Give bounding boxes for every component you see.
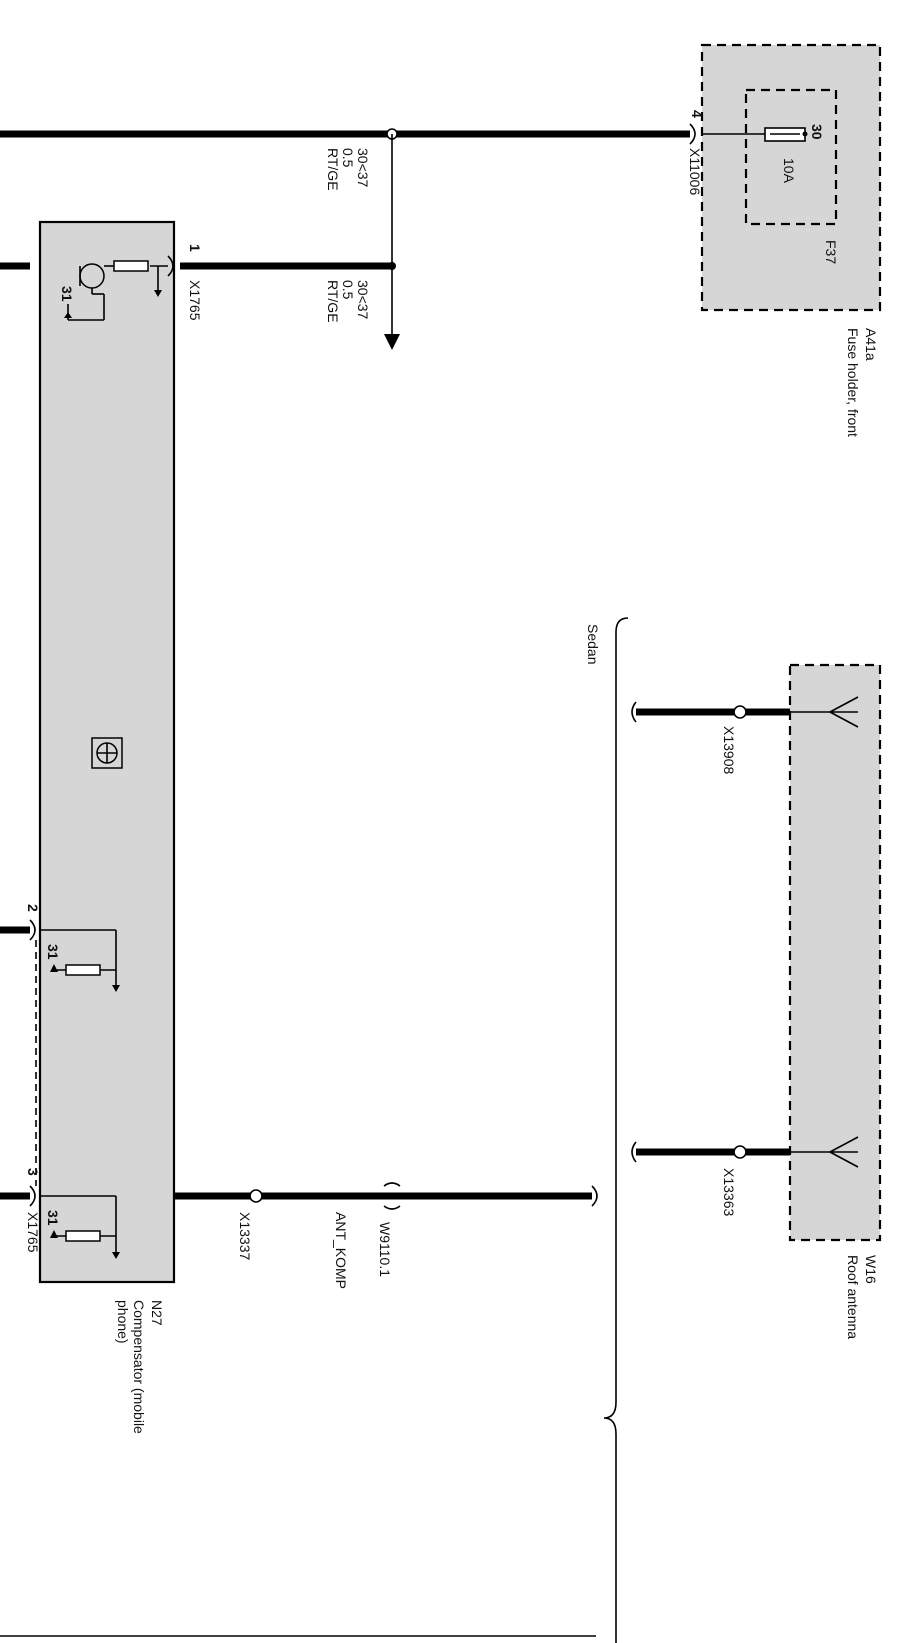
wire-ant-komp-signal: ANT_KOMP <box>333 1212 349 1289</box>
compensator-id: N27 <box>149 1300 165 1326</box>
roof-antenna-id: W16 <box>863 1255 879 1284</box>
fuse-holder-id: A41a <box>863 328 879 361</box>
connector-x11006-symbol <box>689 123 696 145</box>
variant-bracket <box>603 617 629 1643</box>
connector-pin-3: 3 <box>25 1168 41 1176</box>
antenna-icon <box>790 1136 859 1168</box>
connector-x1765-label-bottom: X1765 <box>25 1212 41 1253</box>
connector-x13337-label: X13337 <box>237 1212 253 1260</box>
connector-w9110-label: W9110.1 <box>377 1222 393 1277</box>
wire-top-circuit: 30<37 <box>355 148 371 188</box>
connector-x13908-label: X13908 <box>721 726 737 774</box>
wire-top-color: RT/GE <box>325 148 341 191</box>
roof-antenna-name: Roof antenna <box>845 1255 861 1339</box>
fuse-id-label: F37 <box>823 240 839 264</box>
transmitter-module-icon <box>91 737 123 769</box>
antenna-icon <box>790 696 859 728</box>
connector-x13337-dot <box>249 1189 263 1203</box>
wire-second-color: RT/GE <box>325 280 341 323</box>
connector-pin-2: 2 <box>25 904 41 912</box>
wire-second-gauge: 0.5 <box>340 280 356 300</box>
connector-x11006-pin: 4 <box>689 110 705 118</box>
fuse-holder-a41a <box>700 43 882 312</box>
fuse-rating-label: 10A <box>781 158 797 184</box>
compensator-name-line2: phone) <box>115 1300 131 1344</box>
wire-top-gauge: 0.5 <box>340 148 356 168</box>
wire-second-circuit: 30<37 <box>355 280 371 320</box>
ground-label-2: 31 <box>45 944 61 960</box>
variant-sedan-label: Sedan <box>585 624 601 664</box>
resistor-pin3-icon <box>40 1195 120 1259</box>
connector-x1765-label-top: X1765 <box>187 280 203 321</box>
arrow-down-icon <box>384 334 400 350</box>
resistor-pin2-icon <box>40 929 120 992</box>
transistor-icon <box>64 260 168 321</box>
connector-x11006-label: X11006 <box>687 148 703 195</box>
ground-label-1: 31 <box>59 286 75 302</box>
connector-x13363-label: X13363 <box>721 1168 737 1216</box>
compensator-name-line1: Compensator (mobile <box>131 1300 147 1434</box>
fuse-holder-name: Fuse holder, front <box>845 328 861 437</box>
connector-x1765-pin1: 1 <box>187 244 203 252</box>
ground-label-3: 31 <box>45 1210 61 1226</box>
fuse-terminal-label: 30 <box>809 124 825 140</box>
roof-antenna-box <box>788 663 882 1242</box>
